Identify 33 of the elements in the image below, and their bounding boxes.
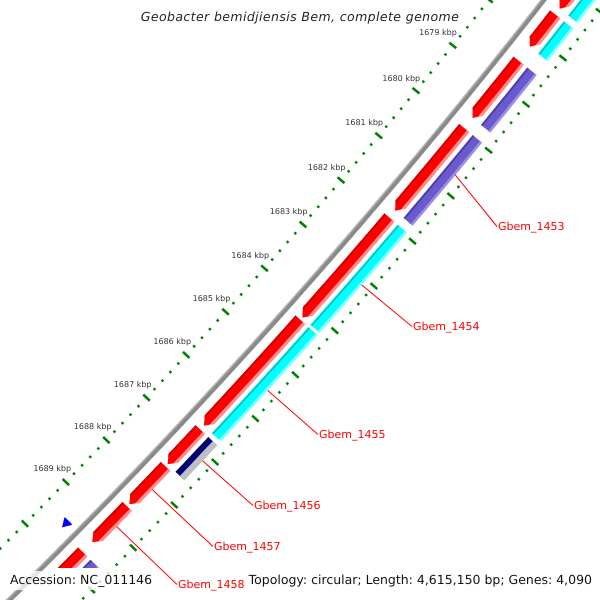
gene-segment — [204, 315, 318, 442]
gene-segment — [92, 502, 132, 542]
gene-label: Gbem_1453 — [498, 221, 564, 232]
title: Geobacter bemidjiensis Bem, complete genome — [140, 11, 460, 24]
gene-label: Gbem_1458 — [178, 579, 244, 590]
tick-label: 1681 kbp — [345, 119, 383, 128]
tick-label: 1686 kbp — [153, 338, 192, 346]
tick-label: 1684 kbp — [231, 252, 270, 260]
gene-segment — [168, 425, 218, 480]
gene-segment — [58, 547, 99, 568]
leader-line — [267, 390, 318, 435]
leader-line — [152, 489, 214, 547]
leader-line — [361, 284, 412, 327]
tick-label: 1680 kbp — [382, 74, 420, 83]
gene-label: Gbem_1454 — [413, 321, 480, 332]
tick-label: 1689 kbp — [33, 464, 72, 473]
gene-label: Gbem_1457 — [214, 541, 280, 552]
tick-label: 1682 kbp — [308, 164, 346, 172]
leader-line — [454, 174, 498, 227]
gene-segment — [129, 462, 170, 504]
gene-segment — [472, 56, 537, 132]
leader-line — [116, 526, 178, 585]
tick-label: 1688 kbp — [74, 422, 112, 431]
leader-line — [202, 460, 254, 506]
gene-label: Gbem_1456 — [254, 500, 320, 511]
tick-label: 1683 kbp — [270, 208, 308, 216]
small-gene-segment — [62, 517, 72, 528]
tick-label: 1687 kbp — [114, 380, 152, 389]
gene-segment — [395, 124, 482, 226]
tick-label: 1679 kbp — [419, 29, 457, 38]
tick-label: 1685 kbp — [192, 295, 230, 304]
gene-label: Gbem_1455 — [319, 429, 386, 440]
gene-segment — [530, 10, 574, 62]
